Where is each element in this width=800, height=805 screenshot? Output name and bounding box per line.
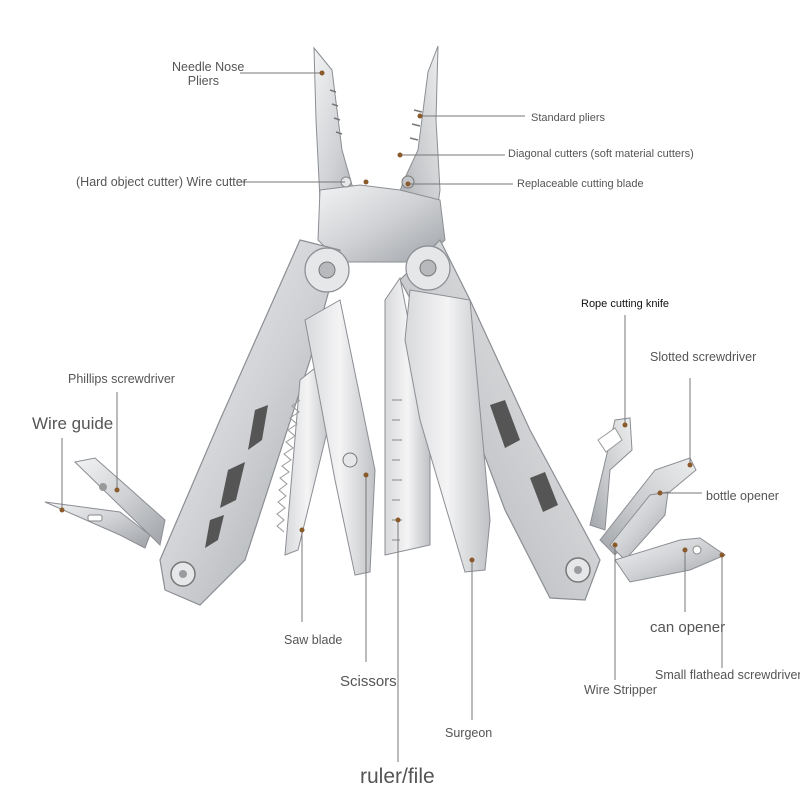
label-wire-stripper: Wire Stripper [584, 683, 657, 697]
label-wire-cutter: (Hard object cutter) Wire cutter [76, 175, 247, 189]
label-bottle-opener: bottle opener [706, 489, 779, 503]
label-saw-blade: Saw blade [284, 633, 343, 647]
label-phillips: Phillips screwdriver [68, 372, 175, 386]
label-standard-pliers: Standard pliers [531, 112, 605, 124]
scissors-tool [304, 299, 376, 576]
phillips-screwdriver-tool [73, 457, 166, 547]
label-ruler-file: ruler/file [360, 765, 435, 788]
label-surgeon: Surgeon [445, 726, 493, 740]
label-rope-knife: Rope cutting knife [581, 298, 670, 310]
label-replaceable-blade: Replaceable cutting blade [517, 178, 644, 190]
label-can-opener: can opener [650, 619, 726, 636]
label-needle-nose-line2: Pliers [187, 74, 219, 89]
label-diagonal-cutters: Diagonal cutters (soft material cutters) [508, 148, 694, 160]
leader-dots [59, 70, 725, 563]
label-wire-guide: Wire guide [32, 414, 114, 433]
label-scissors: Scissors [340, 673, 397, 690]
label-needle-nose-line1: Needle Nose [172, 60, 245, 74]
rope-cutting-knife-tool [589, 417, 633, 531]
label-small-flathead: Small flathead screwdriver [655, 668, 800, 682]
leader-lines [61, 72, 723, 762]
left-handle [159, 239, 350, 606]
wire-guide-tool [44, 501, 151, 549]
label-needle-nose: Needle Nose Pliers [172, 60, 245, 89]
can-opener-tool [614, 537, 727, 583]
label-slotted-screwdriver: Slotted screwdriver [650, 350, 757, 364]
surgeon-knife-tool [404, 289, 491, 573]
